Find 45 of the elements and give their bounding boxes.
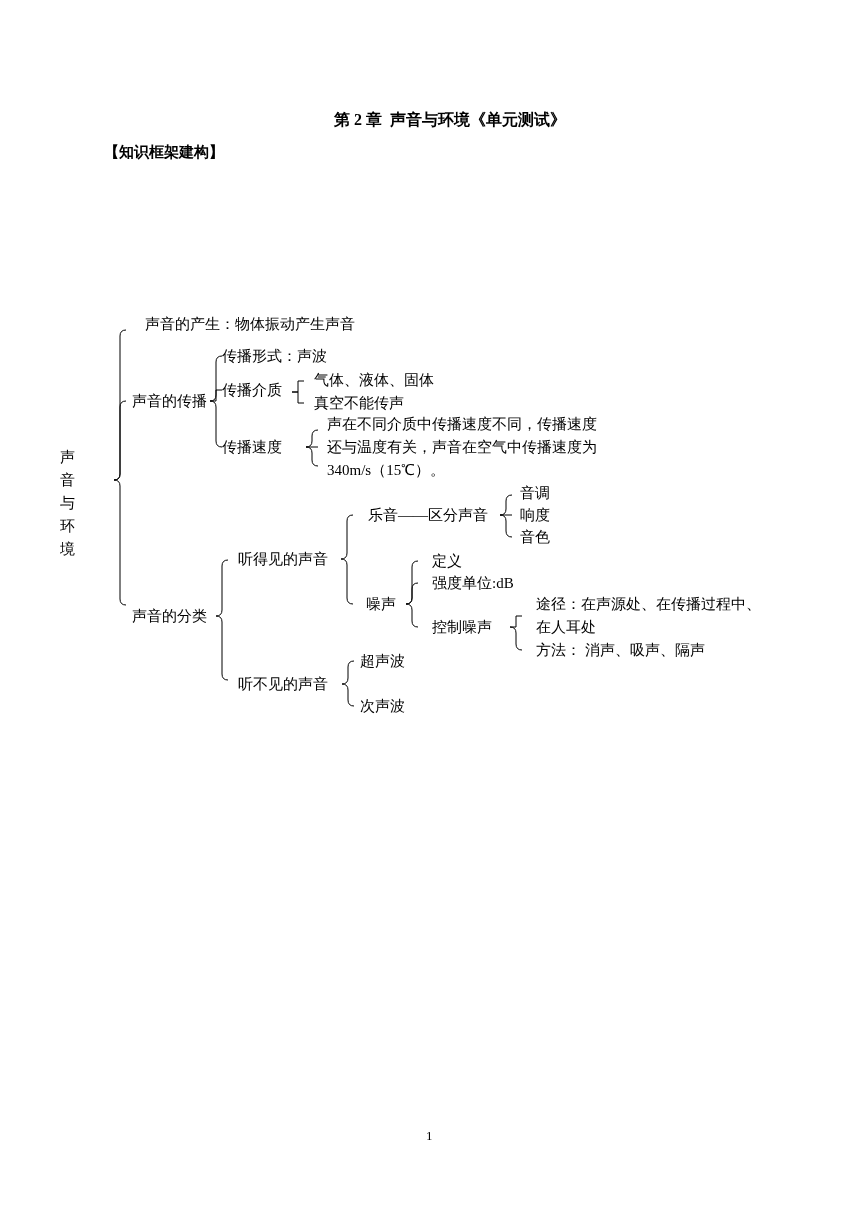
- topic-text: 声音的传播: [126, 390, 210, 412]
- brace-connector: [499, 514, 513, 538]
- topic-text: 传播速度: [222, 436, 306, 458]
- topic-text: 音色: [512, 526, 550, 548]
- brace-connector: [291, 391, 305, 404]
- brace-connector: [209, 400, 223, 448]
- topic-text: 真空不能传声: [304, 392, 404, 414]
- topic-text: 定义: [418, 550, 462, 572]
- brace-connector: [215, 559, 229, 617]
- brace-connector: [405, 582, 419, 605]
- brace-connector: [305, 429, 319, 467]
- topic-text: 声在不同介质中传播速度不同，传播速度还与温度有关，声音在空气中传播速度为340m/s（15℃）。: [318, 412, 611, 482]
- topic-text: 强度单位:dB: [418, 572, 514, 594]
- brace-connector: [341, 683, 355, 707]
- topic-text: 传播介质: [222, 379, 292, 401]
- topic-text: 控制噪声: [418, 616, 510, 638]
- brace-connector: [113, 400, 127, 481]
- topic-text: 气体、液体、固体: [304, 369, 434, 391]
- brace-connector: [341, 660, 355, 685]
- topic-text: 响度: [512, 504, 550, 526]
- topic-text: 听不见的声音: [228, 673, 342, 695]
- topic-text: 次声波: [354, 695, 405, 717]
- brace-connector: [215, 615, 229, 681]
- topic-text: 声音与环境: [60, 446, 114, 561]
- page-number: 1: [426, 1128, 433, 1144]
- page-title: 第 2 章 声音与环境《单元测试》: [333, 110, 567, 130]
- topic-text: 途径：在声源处、在传播过程中、在人耳处: [522, 593, 766, 639]
- topic-text: 乐音——区分声音: [353, 504, 500, 526]
- topic-text: 超声波: [354, 650, 405, 672]
- topic-text: 听得见的声音: [228, 548, 341, 570]
- section-heading: 【知识框架建构】: [104, 143, 224, 162]
- topic-text: 方法： 消声、吸声、隔声: [522, 639, 705, 661]
- topic-text: 声音的产生：物体振动产生声音: [126, 313, 355, 335]
- brace-connector: [340, 558, 354, 605]
- brace-connector: [340, 514, 354, 560]
- topic-text: 传播形式：声波: [222, 345, 327, 367]
- topic-text: 音调: [512, 482, 550, 504]
- topic-text: 声音的分类: [126, 605, 216, 627]
- brace-connector: [113, 479, 127, 606]
- brace-connector: [509, 626, 523, 651]
- brace-connector: [499, 514, 513, 516]
- brace-connector: [209, 389, 223, 402]
- brace-connector: [509, 615, 523, 628]
- brace-connector: [405, 603, 419, 628]
- topic-text: 噪声: [353, 593, 406, 615]
